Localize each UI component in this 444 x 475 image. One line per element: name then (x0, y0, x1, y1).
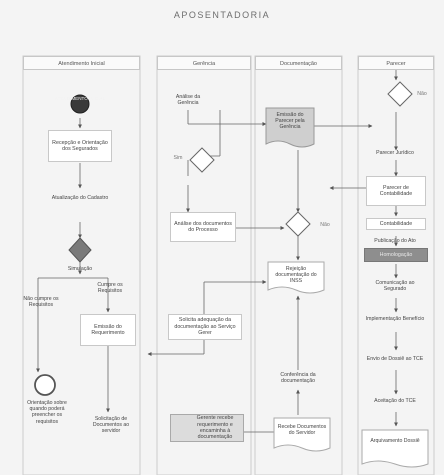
node-analise-gerencia: Análise da Gerência (175, 94, 201, 107)
diagram-title: APOSENTADORIA (173, 10, 271, 20)
node-arquivamento: Arquivamento Dossiê (370, 438, 420, 444)
start-label: ATENDIMENTO INICIAL (54, 96, 106, 101)
node-rejeicao: Rejeição documentação do INSS (275, 266, 317, 285)
lane-gerencia: Gerência (157, 56, 251, 70)
edge-label-nao: Não (320, 222, 330, 228)
end-node (34, 374, 56, 396)
node-conferencia: Conferência da documentação (280, 372, 316, 385)
label-nao-cumpre: Não cumpre os Requisitos (23, 296, 59, 309)
node-parecer-juridico: Parecer Jurídico (376, 150, 414, 156)
node-atualizacao: Atualização do Cadastro (51, 195, 109, 201)
lane-atendimento-inicial: Atendimento Inicial (23, 56, 140, 70)
doc-rejeicao (267, 261, 325, 294)
start-node (70, 94, 90, 114)
node-aceite-tce: Aceitação do TCE (374, 398, 416, 404)
node-comunicacao: Comunicação ao Segurado (375, 280, 415, 293)
node-publicacao: Publicação do Ato (374, 238, 416, 244)
edge-label-nao2: Não (417, 91, 427, 97)
decision-documentacao (285, 211, 311, 237)
lane-parecer: Parecer (358, 56, 434, 70)
node-recebe-docs: Recebe Documentos do Servidor (277, 424, 327, 437)
node-emissao-requerimento: Emissão do Requerimento (80, 314, 136, 346)
node-contabilidade: Contabilidade (366, 218, 426, 230)
decision-simulacao (68, 237, 92, 263)
node-parecer-contabilidade: Parecer de Contabilidade (366, 176, 426, 206)
node-recepcao: Recepção e Orientação dos Segurados (48, 130, 112, 162)
node-solicita-adequacao: Solicita adequação da documentação ao Se… (168, 314, 242, 340)
doc-arquivamento (361, 429, 429, 468)
doc-recebe (273, 417, 331, 452)
node-orientacao-final: Orientação sobre quando poderá preencher… (27, 400, 67, 425)
node-gerente-encaminha: Gerente recebe requerimento e encaminha … (170, 414, 244, 442)
decision-label-simulacao: Simulação (67, 266, 93, 272)
lane-documentacao: Documentação (255, 56, 342, 70)
node-envio-tce: Envio de Dossiê ao TCE (366, 356, 424, 362)
node-implementacao: Implementação Benefício (365, 316, 425, 322)
node-emissao-parecer: Emissão do Parecer pela Gerência (275, 112, 305, 131)
label-cumpre: Cumpre os Requisitos (97, 282, 123, 295)
decision-gerencia (189, 147, 215, 173)
node-solicitacao-docs: Solicitação de Documentos ao servidor (92, 416, 130, 435)
node-analise-docs: Análise dos documentos do Processo (170, 212, 236, 242)
decision-parecer (387, 81, 413, 107)
node-homologacao: Homologação (364, 248, 428, 262)
edge-label-sim: Sim (173, 155, 183, 161)
doc-emissao-parecer (265, 107, 315, 148)
